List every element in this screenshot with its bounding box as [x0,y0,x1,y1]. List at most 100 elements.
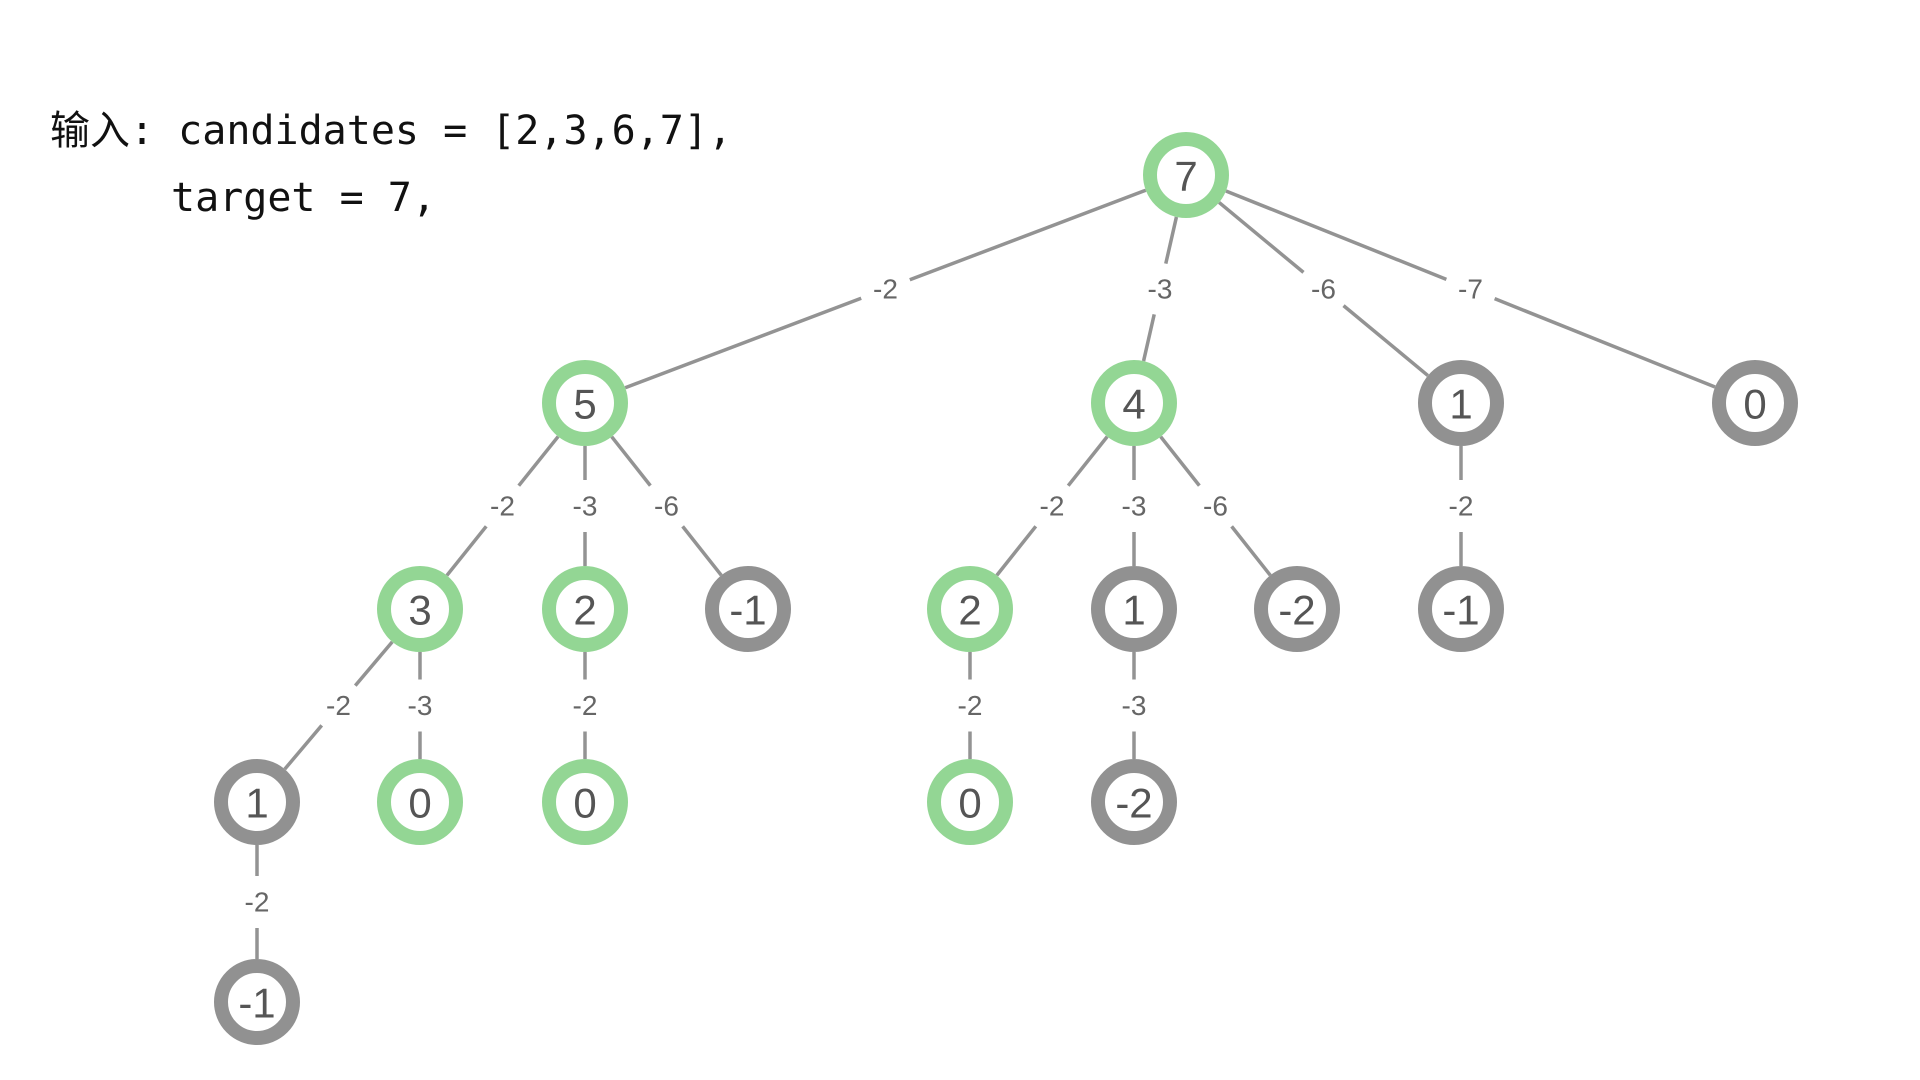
edge-line-upper [353,640,394,687]
edge-n12-n17: -2 [245,845,270,959]
edge-n9-n16: -3 [1122,652,1147,759]
edge-label: -3 [1122,491,1147,522]
edge-label: -3 [573,491,598,522]
edge-line-upper [909,188,1147,282]
edge-n2-n8: -2 [995,435,1109,577]
node-value: 1 [1449,381,1472,428]
valid-node-ring [542,566,628,652]
edge-line-upper [517,435,560,487]
input-target-line: target = 7, [171,175,436,221]
tree-node-n0: 7 [1143,132,1229,218]
edge-n0-n2: -3 [1141,216,1179,362]
edge-line-lower [624,296,862,390]
edge-n0-n3: -6 [1217,201,1430,377]
pruned-node-ring [1712,360,1798,446]
tree-node-n14: 0 [542,759,628,845]
node-value: 5 [573,381,596,428]
edge-label: -3 [408,690,433,721]
pruned-node-ring [1091,566,1177,652]
edge-label: -6 [1203,491,1228,522]
tree-node-n5: 3 [377,566,463,652]
edge-n1-n7: -6 [610,435,723,577]
node-value: 1 [1122,587,1145,634]
tree-node-n7: -1 [705,566,791,652]
input-candidates-line: 输入: candidates = [2,3,6,7], [50,108,733,154]
valid-node-ring [927,759,1013,845]
pruned-node-ring [1254,566,1340,652]
tree-node-n9: 1 [1091,566,1177,652]
edge-n1-n5: -2 [445,435,560,577]
edge-line-upper [1066,435,1109,487]
node-value: 7 [1174,153,1197,200]
edges-layer: -2 -3 -6 -7 -2 -3 -6 -2 -3 -6 -2 -2 -3 -2 -2 -3 -2 [245,188,1716,959]
pruned-node-ring [1418,360,1504,446]
edge-line-lower [1493,297,1716,389]
valid-node-ring [1091,360,1177,446]
tree-node-n16: -2 [1091,759,1177,845]
valid-node-ring [542,759,628,845]
tree-node-n6: 2 [542,566,628,652]
edge-n0-n1: -2 [624,188,1147,390]
node-value: -2 [1115,780,1152,827]
node-value: -1 [238,980,275,1027]
tree-node-n8: 2 [927,566,1013,652]
edge-line-lower [1141,313,1156,362]
tree-node-n10: -2 [1254,566,1340,652]
edge-label: -2 [1040,491,1065,522]
pruned-node-ring [1091,759,1177,845]
pruned-node-ring [214,959,300,1045]
pruned-node-ring [214,759,300,845]
node-value: 2 [958,587,981,634]
edge-line-lower [681,525,723,577]
edge-label: -7 [1458,274,1483,305]
tree-node-n3: 1 [1418,360,1504,446]
edge-n5-n13: -3 [408,652,433,759]
node-value: 0 [1743,381,1766,428]
tree-node-n15: 0 [927,759,1013,845]
node-value: -2 [1278,587,1315,634]
tree-node-n2: 4 [1091,360,1177,446]
node-value: 2 [573,587,596,634]
edge-n8-n15: -2 [958,652,983,759]
pruned-node-ring [705,566,791,652]
edge-line-lower [445,525,488,577]
edge-n1-n6: -3 [573,446,598,566]
valid-node-ring [542,360,628,446]
edge-n6-n14: -2 [573,652,597,759]
valid-node-ring [377,566,463,652]
nodes-layer: 7 5 4 1 0 3 2 -1 2 1 -2 -1 1 0 0 0 -2 -1 [214,132,1798,1045]
tree-node-n12: 1 [214,759,300,845]
node-value: -1 [729,587,766,634]
edge-line-upper [1159,435,1201,487]
node-value: 0 [408,780,431,827]
valid-node-ring [927,566,1013,652]
edge-label: -2 [490,491,515,522]
tree-node-n4: 0 [1712,360,1798,446]
edge-line-lower [283,724,324,771]
edge-n3-n11: -2 [1449,446,1474,566]
edge-label: -2 [958,690,983,721]
tree-node-n11: -1 [1418,566,1504,652]
edge-label: -6 [1311,274,1336,305]
node-value: 0 [573,780,596,827]
edge-label: -6 [654,491,679,522]
node-value: 1 [245,780,268,827]
edge-line-lower [1230,525,1272,577]
node-value: 3 [408,587,431,634]
edge-n2-n10: -6 [1159,435,1272,577]
edge-line-upper [1225,189,1448,281]
edge-line-lower [995,525,1038,577]
edge-n0-n4: -7 [1225,189,1716,389]
pruned-node-ring [1418,566,1504,652]
edge-n5-n12: -2 [283,640,394,771]
edge-line-upper [610,435,652,487]
edge-label: -3 [1148,274,1173,305]
valid-node-ring [377,759,463,845]
edge-label: -2 [1449,491,1474,522]
edge-label: -3 [1122,690,1147,721]
edge-label: -2 [873,274,898,305]
valid-node-ring [1143,132,1229,218]
edge-label: -2 [245,887,270,918]
